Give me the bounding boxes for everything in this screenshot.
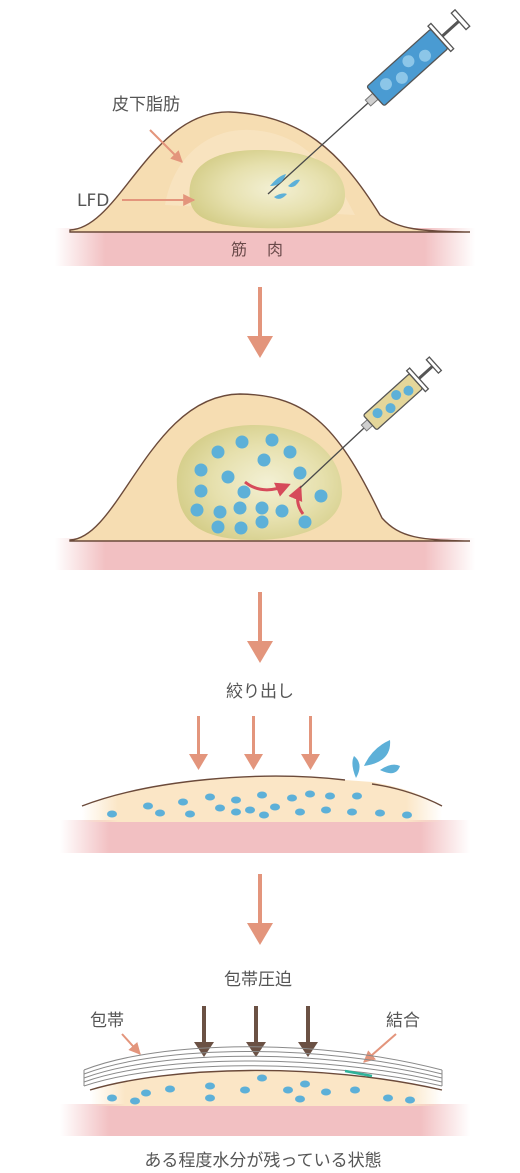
fluid-dot [383,1094,393,1102]
fluid-dot [352,792,362,800]
fluid-dot [155,809,165,817]
fluid-dot [143,802,153,810]
fluid-dot [211,445,225,459]
fluid-dot [205,1094,215,1102]
muscle-layer [60,820,470,853]
fluid-dot [141,1089,151,1097]
skin-line [89,1069,443,1091]
fluid-dot [259,811,269,819]
fluid-dot [298,515,312,529]
panel-1-injection: 筋 肉 皮下脂肪 LFD [55,8,475,266]
fluid-dot [185,810,195,818]
fluid-dot [265,433,279,447]
subcutaneous-fat-label: 皮下脂肪 [112,95,180,115]
fluid-dot [270,803,280,811]
fluid-dot [321,806,331,814]
fluid-dot [283,1086,293,1094]
fluid-dot [257,791,267,799]
fluid-dot [275,504,289,518]
panel-3-squeeze: 絞り出し [60,682,470,853]
fluid-dot [130,1097,140,1105]
fluid-dot [190,503,204,517]
fluid-dot [321,1088,331,1096]
muscle-layer [55,228,475,266]
fluid-dot [233,501,247,515]
fluid-dot [255,515,269,529]
fluid-dot [231,796,241,804]
bandage-layers [83,1046,443,1087]
fluid-dot [237,485,251,499]
fluid-dot [255,501,269,515]
bandage-pointer-arrow [121,1033,141,1055]
bandage-label: 包帯 [90,1011,124,1031]
fluid-dot [240,1086,250,1094]
fluid-dot [205,793,215,801]
adhesion-label: 結合 [386,1011,420,1031]
flow-arrow-2 [288,485,305,515]
adhesion-pointer-arrow [363,1033,397,1063]
fluid-dot [283,445,297,459]
fluid-dot [107,1094,117,1102]
fluid-dot [293,466,307,480]
injected-drop-icon [270,174,300,199]
lfd-fluid-pocket [189,150,345,229]
fluid-dot [211,520,225,534]
squeeze-label: 絞り出し [226,682,294,702]
step-arrow-2 [247,592,273,663]
panel-4-bandage: 包帯圧迫 包帯 結合 ある程度水分が残っている状態 [60,970,470,1171]
fluid-dot [295,1095,305,1103]
bandage-compression-label: 包帯圧迫 [224,970,292,990]
fluid-dot [347,808,357,816]
fluid-dot [257,453,271,467]
fluid-dot [295,808,305,816]
fluid-dot [375,809,385,817]
syringe-yellow-icon [299,356,443,489]
fluid-dot [257,1074,267,1082]
fluid-dot [287,794,297,802]
fat-pointer-arrow [149,129,183,163]
lfd-label: LFD [77,191,109,211]
fluid-dot [325,792,335,800]
step-arrow-1 [247,287,273,358]
flow-arrow-1 [244,480,291,497]
fluid-dot [213,505,227,519]
fluid-dot [245,806,255,814]
compression-arrows [194,1006,318,1057]
remaining-fluid-caption: ある程度水分が残っている状態 [144,1151,381,1171]
muscle-label: 筋 肉 [231,240,285,259]
fluid-dot [194,463,208,477]
fluid-dot [107,810,117,818]
fluid-dot [300,1080,310,1088]
syringe-blue-icon [267,8,471,195]
skin-line [81,775,346,807]
muscle-layer [55,538,475,570]
step-arrow-3 [247,874,273,945]
fluid-dot [221,470,235,484]
panel-2-fluid-moving [55,356,475,570]
adhesion-line [344,1069,373,1078]
fluid-dot [350,1086,360,1094]
fluid-dot [165,1085,175,1093]
muscle-layer [60,1104,470,1136]
fluid-dot [205,1082,215,1090]
press-arrows [189,716,320,770]
fluid-dots-group [107,790,412,819]
fluid-dot [314,489,328,503]
fluid-dot [235,435,249,449]
fluid-dot [231,808,241,816]
fluid-dot [405,1096,415,1104]
fluid-dot [234,521,248,535]
fluid-dots-group [190,433,328,535]
fluid-dot [178,798,188,806]
skin-line-right [371,783,443,807]
fluid-dot [215,804,225,812]
fluid-dot [402,811,412,819]
fluid-dots-group [107,1074,415,1105]
splash-icon [352,740,400,778]
fluid-dot [194,484,208,498]
fat-layer-thin [90,1070,442,1106]
fluid-dot [305,790,315,798]
